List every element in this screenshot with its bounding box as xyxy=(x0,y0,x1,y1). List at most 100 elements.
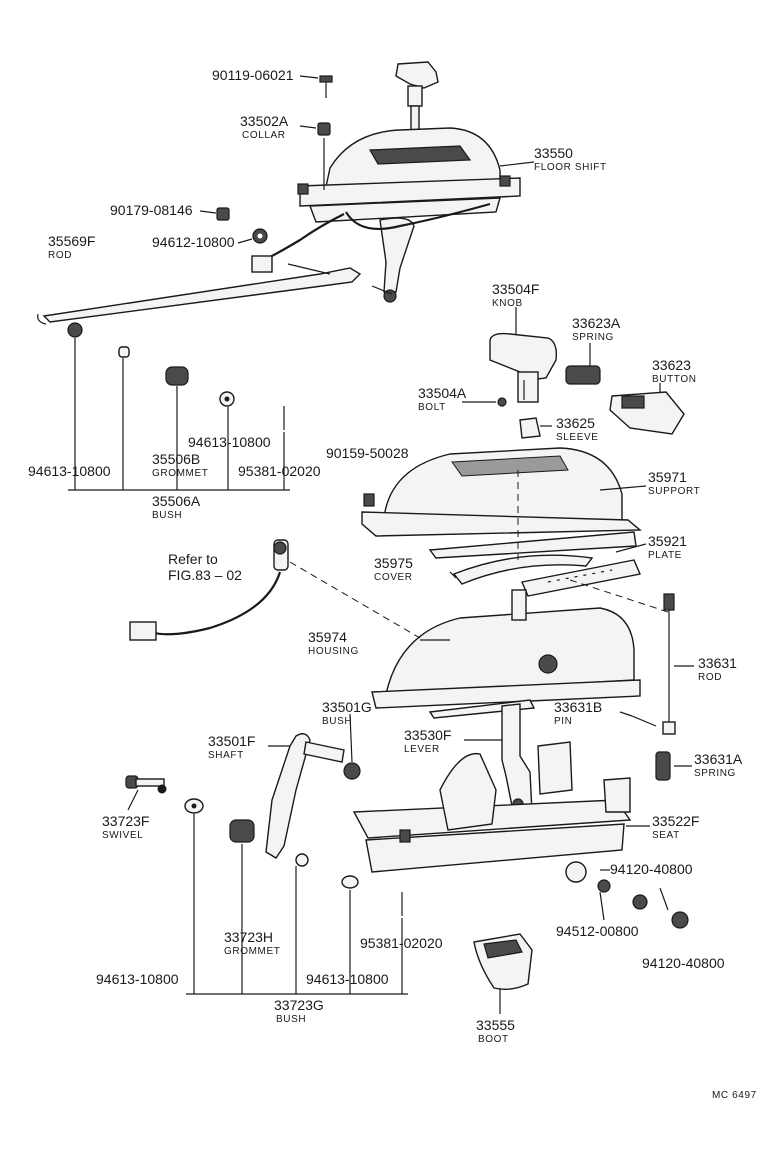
bolt-33504a xyxy=(497,397,507,407)
part-number: 35506B xyxy=(152,451,200,467)
part-name: COLLAR xyxy=(242,130,286,141)
part-label: 33623A SPRING xyxy=(572,315,621,343)
shaft-33501f xyxy=(265,733,345,867)
part-number: 33631A xyxy=(694,751,743,767)
part-name: HOUSING xyxy=(308,646,359,657)
part-number: 33522F xyxy=(652,813,699,829)
part-number: 94613-10800 xyxy=(96,971,179,987)
rod-35569f xyxy=(37,263,362,325)
lever-33530f xyxy=(501,703,533,817)
bush-33501g xyxy=(343,762,361,780)
part-number: 33530F xyxy=(404,727,451,743)
part-number: 95381-02020 xyxy=(238,463,321,479)
part-name: SPRING xyxy=(572,332,614,343)
part-label: 90119-06021 xyxy=(212,67,294,83)
part-label: 33723F SWIVEL xyxy=(102,813,149,841)
refer-text: Refer to xyxy=(168,551,218,567)
nut-90179-08146 xyxy=(216,207,230,221)
part-number: 33723H xyxy=(224,929,273,945)
part-label: 94613-10800 xyxy=(28,463,111,479)
part-number: 33631 xyxy=(698,655,737,671)
part-name: ROD xyxy=(698,672,722,683)
refer-figure: FIG.83 – 02 xyxy=(168,567,242,583)
part-number: 33550 xyxy=(534,145,573,161)
part-label: 35921 PLATE xyxy=(648,533,687,561)
nut-94512-00800 xyxy=(565,861,611,893)
part-number: 35971 xyxy=(648,469,687,485)
part-name: BOOT xyxy=(478,1034,509,1045)
part-number: 33502A xyxy=(240,113,289,129)
washer-94613-10800-a xyxy=(67,322,83,338)
part-label: 33625 SLEEVE xyxy=(556,415,599,443)
part-label: 33723G BUSH xyxy=(274,997,324,1025)
part-label: 33555 BOOT xyxy=(476,1017,515,1045)
part-name: SUPPORT xyxy=(648,486,700,497)
part-name: GROMMET xyxy=(224,946,280,957)
cover-35975 xyxy=(452,554,594,585)
part-name: SHAFT xyxy=(208,750,244,761)
part-name: GROMMET xyxy=(152,468,208,479)
part-number: 95381-02020 xyxy=(360,935,443,951)
floor-shift-assembly xyxy=(251,61,521,303)
part-label: 35974 HOUSING xyxy=(308,629,359,657)
part-label: 94613-10800 xyxy=(96,971,179,987)
part-name: KNOB xyxy=(492,298,523,309)
part-number: 94512-00800 xyxy=(556,923,639,939)
part-name: BUTTON xyxy=(652,374,697,385)
part-number: 33625 xyxy=(556,415,595,431)
part-label: 90159-50028 xyxy=(326,445,409,461)
part-name: SLEEVE xyxy=(556,432,599,443)
part-number: 33504F xyxy=(492,281,539,297)
part-number: 90119-06021 xyxy=(212,67,294,83)
part-label: 33631B PIN xyxy=(554,699,602,727)
part-label: 35971 SUPPORT xyxy=(648,469,700,497)
part-name: BUSH xyxy=(322,716,352,727)
part-label: 33530F LEVER xyxy=(404,727,451,755)
part-name: LEVER xyxy=(404,744,440,755)
part-number: 33555 xyxy=(476,1017,515,1033)
part-number: 33501F xyxy=(208,733,255,749)
seat-33522f xyxy=(352,741,632,873)
button-33623 xyxy=(609,391,685,435)
part-name: SEAT xyxy=(652,830,680,841)
rod-33631 xyxy=(662,593,676,735)
boot-33555 xyxy=(473,933,533,991)
leader-lines xyxy=(68,75,694,1014)
switch-connector xyxy=(129,539,289,641)
part-number: 33501G xyxy=(322,699,372,715)
part-number: 33631B xyxy=(554,699,602,715)
part-number: 35569F xyxy=(48,233,95,249)
part-number: 35975 xyxy=(374,555,413,571)
part-label: 33631A SPRING xyxy=(694,751,743,779)
pin-33631b xyxy=(631,715,657,727)
washer-94613-10800-b xyxy=(219,391,235,407)
part-label: 35975 COVER xyxy=(374,555,413,583)
part-label: 33723H GROMMET xyxy=(224,929,280,957)
part-label: 33501G BUSH xyxy=(322,699,372,727)
figure-reference: Refer to FIG.83 – 02 xyxy=(168,551,242,583)
part-number: 94613-10800 xyxy=(306,971,389,987)
part-name: BOLT xyxy=(418,402,446,413)
part-name: SWIVEL xyxy=(102,830,143,841)
grommet-35506b xyxy=(165,366,189,386)
part-number: 90159-50028 xyxy=(326,445,409,461)
part-number: 94612-10800 xyxy=(152,234,235,250)
part-number: 94613-10800 xyxy=(188,434,271,450)
diagram-id: MC 6497 xyxy=(712,1090,757,1101)
support-35971 xyxy=(361,447,642,559)
part-number: 94120-40800 xyxy=(642,955,725,971)
washer-94613-10800-d xyxy=(341,875,359,889)
spring-33631a xyxy=(655,751,671,781)
dashed-lines xyxy=(289,470,669,639)
part-label: 94512-00800 xyxy=(556,923,639,939)
part-label: 35506A BUSH xyxy=(152,493,201,521)
part-label: 94120-40800 xyxy=(642,955,725,971)
part-label: 90179-08146 xyxy=(110,202,193,218)
part-name: BUSH xyxy=(276,1014,306,1025)
part-name: PLATE xyxy=(648,550,682,561)
part-label: 33501F SHAFT xyxy=(208,733,255,761)
part-number: 90179-08146 xyxy=(110,202,193,218)
nut-94120-40800-a xyxy=(632,894,648,910)
grommet-33723h xyxy=(229,819,255,843)
